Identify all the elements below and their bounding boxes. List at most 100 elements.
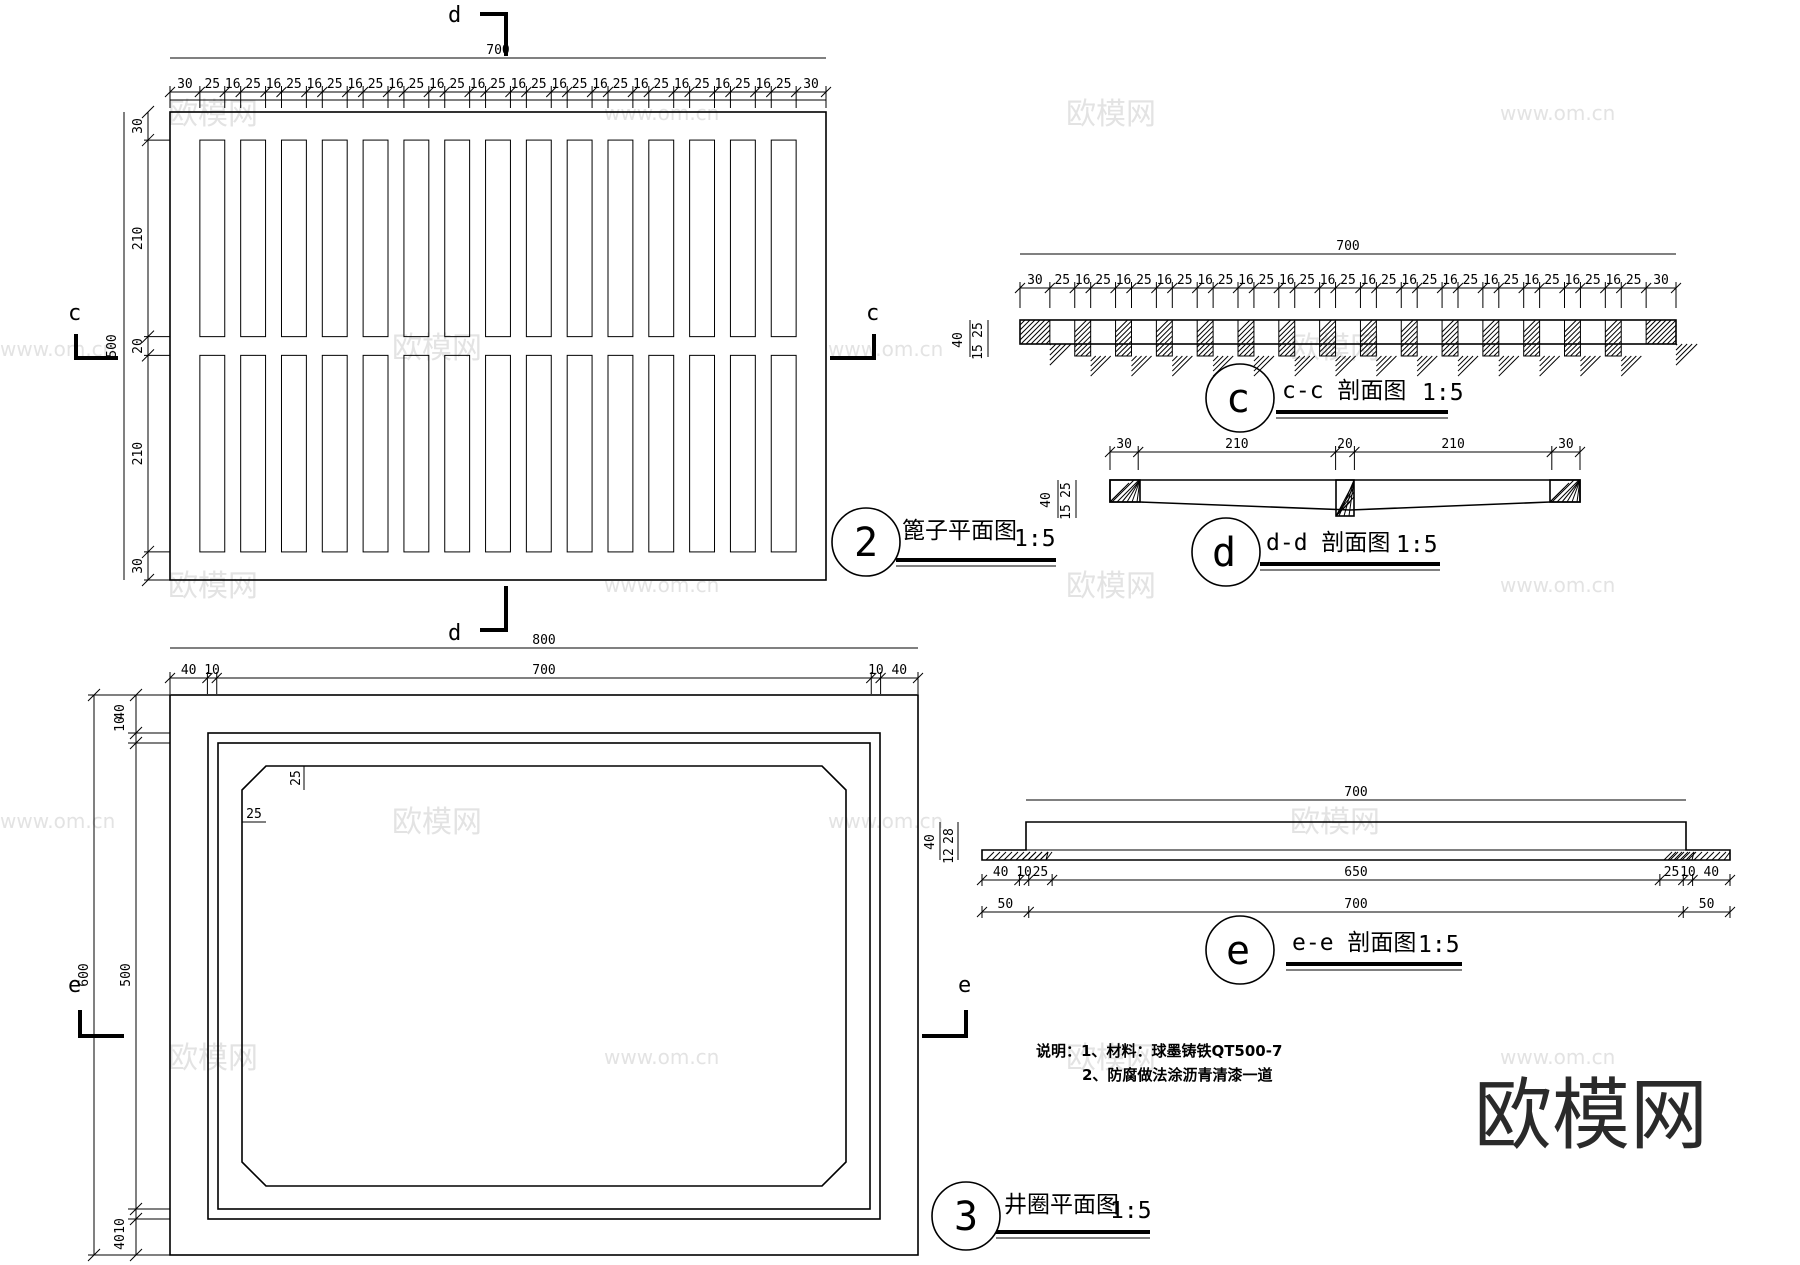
detail-circle-e [1205, 915, 1275, 985]
grate-slot [321, 139, 348, 338]
cc-top-dim-label-23: 25 [1503, 273, 1519, 288]
detail-letter-e: e [1226, 928, 1250, 974]
ee-hatch-line [1685, 851, 1695, 861]
cc-hatch-line [1115, 330, 1132, 348]
cc-hatch-line [1335, 355, 1351, 372]
ee-mid-dim-label-3: 650 [1344, 865, 1367, 880]
cc-hatch-line [1457, 355, 1469, 367]
dd-hatch-line [1131, 479, 1141, 503]
cc-hatch-line [1090, 355, 1107, 372]
frame-left-dim-top-1: 40 [113, 704, 128, 720]
cc-hatch-line [1482, 319, 1496, 333]
dd-left-end [1109, 479, 1141, 503]
cc-rib [1115, 319, 1132, 357]
cc-top-dim-label-26: 16 [1565, 273, 1581, 288]
section-mark-d-bottom [480, 586, 508, 632]
frame-opening [217, 742, 871, 1210]
grate-top-dim-label-22: 16 [633, 77, 649, 92]
dd-hatching [1109, 479, 1581, 517]
cc-hatch-line [1645, 319, 1657, 331]
grate-slot [240, 139, 267, 338]
cc-top-dim-label-15: 25 [1340, 273, 1356, 288]
dd-top-dim-label-1: 210 [1225, 437, 1248, 452]
grate-slot [444, 139, 471, 338]
cc-hatch-line [1360, 330, 1377, 348]
grate-slot [240, 354, 267, 553]
cc-top-dim-label-30: 30 [1653, 273, 1669, 288]
grate-top-dim-label-30: 30 [803, 77, 819, 92]
cc-hatch-line [1319, 330, 1336, 348]
cc-hatch-line [1575, 350, 1581, 357]
dd-hatch-line [1571, 479, 1581, 503]
cc-hatch-line [1482, 320, 1500, 338]
cc-hatch-line [1025, 319, 1051, 345]
cc-hatch-line [1651, 319, 1677, 345]
frame-ledge [207, 732, 881, 1220]
frame-left-dim-bottom-0: 10 [113, 1218, 128, 1234]
cc-hatch-line [1406, 345, 1418, 357]
grate-plan-title: 篦子平面图 [902, 518, 1017, 544]
ee-hatch-line [1675, 851, 1685, 861]
cc-hatch-line [1580, 355, 1596, 372]
cc-hatch-line [1196, 325, 1214, 343]
cc-hatch-line [1115, 335, 1132, 353]
ee-hatch-line [1673, 851, 1683, 861]
watermark-brand: 欧模网 [1066, 569, 1156, 604]
grate-slot [770, 354, 797, 553]
grate-top-dim-label-14: 16 [470, 77, 486, 92]
frame-top-dim-label-3: 10 [868, 663, 884, 678]
grate-top-dim-label-24: 16 [674, 77, 690, 92]
cc-hatch-line [1457, 355, 1464, 362]
cc-hatch-line [1361, 340, 1377, 357]
grate-top-dim-label-20: 16 [592, 77, 608, 92]
cc-rib [1359, 319, 1377, 357]
ee-hatch-line [1045, 851, 1049, 861]
section-label-d-top: d [448, 3, 461, 28]
detail-circle-3 [931, 1181, 1001, 1251]
cc-rib [1482, 319, 1500, 357]
dd-hatch-line [1116, 479, 1140, 503]
cc-hatch-line [1529, 345, 1540, 357]
cc-hatch-line [1457, 355, 1474, 372]
dd-section-outline [1109, 479, 1581, 511]
cc-top-dim-label-5: 25 [1136, 273, 1152, 288]
ee-hatch-line [1723, 851, 1731, 861]
cc-hatch-line [1564, 335, 1581, 353]
cc-hatch-line [1202, 345, 1214, 357]
ee-hatch-line [1679, 851, 1689, 861]
cc-hatch-line [1207, 350, 1214, 357]
watermark-brand: 欧模网 [392, 805, 482, 840]
cc-hatch-line [1400, 319, 1414, 333]
cc-hatch-line [1049, 343, 1062, 356]
cc-hatch-line [1294, 355, 1311, 372]
cc-hatch-line [1442, 340, 1459, 357]
frame-left-tick-top-2 [129, 736, 143, 750]
cc-hatch-line [1539, 355, 1546, 362]
grate-top-dim-label-18: 16 [551, 77, 567, 92]
cc-hatch-line [1452, 350, 1459, 357]
cc-hatch-line [1610, 345, 1622, 357]
frame-left-dim-bottom-1: 40 [113, 1234, 128, 1250]
frame-plan-title: 井圈平面图 [1004, 1192, 1119, 1218]
cc-hatch-line [1498, 355, 1515, 372]
dd-right-end [1549, 479, 1581, 503]
cc-hatch-line [1335, 355, 1356, 377]
cc-hatch-line [1237, 319, 1251, 333]
grate-top-dim-label-19: 25 [572, 77, 588, 92]
ee-hatch-line [1669, 851, 1679, 861]
section-mark-e-right [922, 1010, 968, 1038]
ee-height-seg-2: 28 [942, 828, 957, 844]
cc-hatch-line [1131, 355, 1147, 372]
cc-hatch-line [1604, 319, 1618, 333]
dd-section-title: d-d 剖面图 [1266, 530, 1390, 556]
cc-rib [1564, 319, 1581, 357]
cc-hatch-line [1196, 330, 1214, 348]
grate-top-dim-label-17: 25 [531, 77, 547, 92]
ee-hatch-line [1003, 851, 1013, 861]
cc-hatch-line [1661, 329, 1677, 345]
grate-top-dim-label-2: 16 [225, 77, 241, 92]
cc-hatch-line [1620, 355, 1632, 367]
